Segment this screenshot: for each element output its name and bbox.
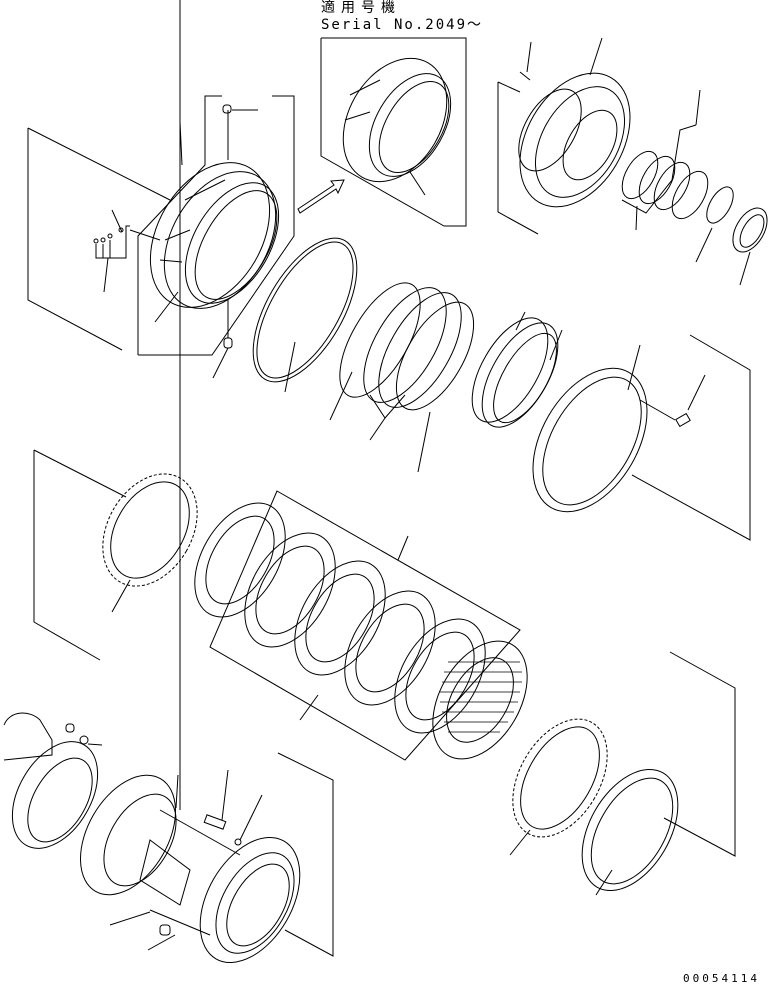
piston-seal-group (329, 282, 751, 541)
end-plates-group (509, 651, 736, 896)
brake-disc-pack (33, 449, 528, 761)
axle-housing-group (3, 0, 334, 964)
hub-carrier-group (497, 37, 768, 286)
arrow-to-new-version (297, 179, 345, 214)
serial-number-label: Serial No.2049～ (321, 17, 484, 33)
brake-housing-group-old (27, 95, 358, 393)
applicable-label: 適用号機 (321, 0, 401, 16)
brake-housing-group-new (320, 37, 467, 227)
figure-code: 00054114 (683, 972, 760, 985)
